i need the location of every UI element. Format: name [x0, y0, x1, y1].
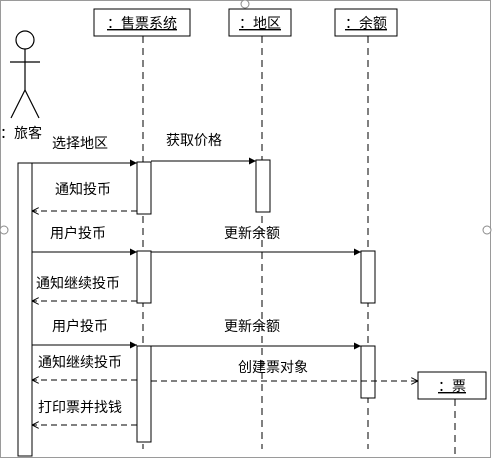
message-label: 获取价格 [166, 133, 222, 149]
actor-passenger: ：旅客 [0, 30, 42, 142]
message-user-insert-1: 用户投币 [32, 225, 137, 256]
actor-activation-bar [17, 162, 33, 457]
lifeline-region: ：地区 [228, 8, 292, 37]
message-label: 通知继续投币 [36, 275, 120, 292]
message-update-balance-2: 更新余额 [151, 318, 361, 350]
message-label: 更新余额 [224, 318, 280, 335]
lifeline-region-label: ：地区 [239, 16, 281, 32]
message-get-price: 获取价格 [151, 133, 256, 165]
message-update-balance-1: 更新余额 [151, 225, 361, 256]
activation-system-3 [136, 345, 152, 443]
message-notify-insert: 通知投币 [32, 181, 137, 211]
message-label: 选择地区 [52, 136, 108, 152]
activation-system-1 [136, 161, 152, 215]
message-label: 通知投币 [55, 181, 111, 198]
lifeline-system-label: ：售票系统 [107, 16, 177, 32]
message-label: 用户投币 [50, 225, 106, 242]
lifeline-ticket: ：票 [417, 371, 487, 400]
message-label: 创建票对象 [238, 360, 308, 376]
message-user-insert-2: 用户投币 [32, 318, 137, 349]
message-create-ticket: 创建票对象 [151, 360, 418, 381]
message-notify-continue-1: 通知继续投币 [32, 275, 137, 301]
message-label: 更新余额 [224, 225, 280, 242]
actor-label: ：旅客 [0, 125, 42, 142]
activation-system-2 [136, 250, 152, 304]
frame-handle-left [0, 225, 9, 235]
lifeline-ticket-label: ：票 [438, 379, 466, 395]
message-label: 打印票并找钱 [38, 399, 122, 416]
lifeline-balance-label: ：余额 [345, 15, 387, 32]
activation-balance-1 [360, 250, 376, 304]
activation-region-1 [255, 159, 271, 213]
message-print-ticket: 打印票并找钱 [32, 399, 137, 425]
message-select-region: 选择地区 [32, 136, 137, 167]
actor-head [15, 30, 35, 50]
message-notify-continue-2: 通知继续投币 [32, 354, 137, 380]
frame-handle-right [482, 225, 492, 235]
lifeline-balance: ：余额 [334, 8, 398, 37]
message-label: 通知继续投币 [38, 354, 122, 371]
lifeline-system: ：售票系统 [93, 8, 191, 37]
frame-handle-top [240, 0, 250, 9]
message-label: 用户投币 [52, 318, 108, 335]
activation-balance-2 [360, 345, 376, 399]
